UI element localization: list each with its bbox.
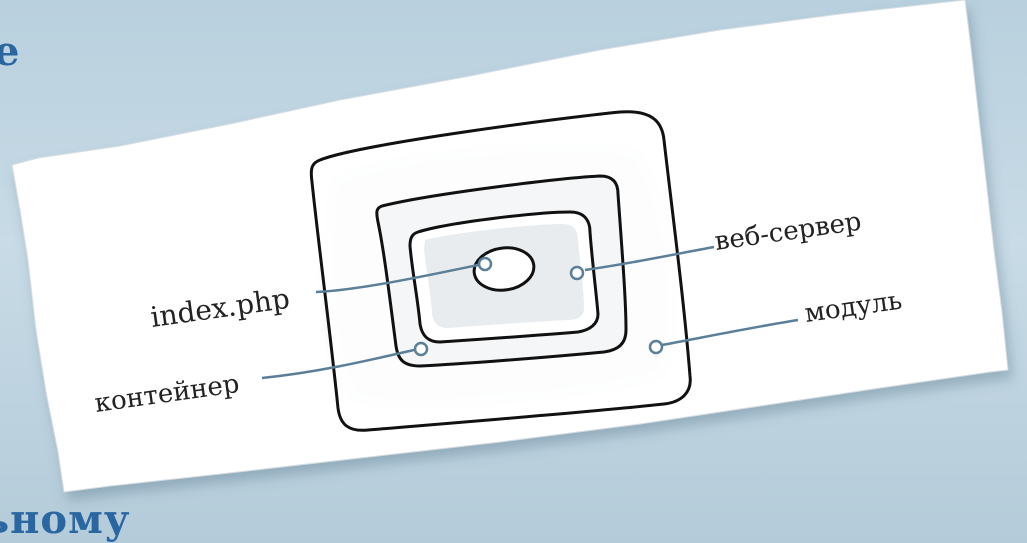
anchor-container	[413, 341, 429, 357]
leader-module	[661, 318, 799, 347]
anchor-module	[648, 339, 664, 355]
anchor-index-php	[477, 256, 493, 272]
background-heading-fragment: e	[0, 28, 20, 75]
leader-anchors	[413, 256, 664, 357]
background-subheading-fragment: ьному	[0, 496, 131, 543]
leader-container	[261, 348, 415, 380]
leader-lines	[261, 245, 799, 380]
leader-web-server	[584, 245, 715, 272]
leader-index-php	[315, 263, 479, 294]
anchor-web-server	[569, 265, 585, 281]
